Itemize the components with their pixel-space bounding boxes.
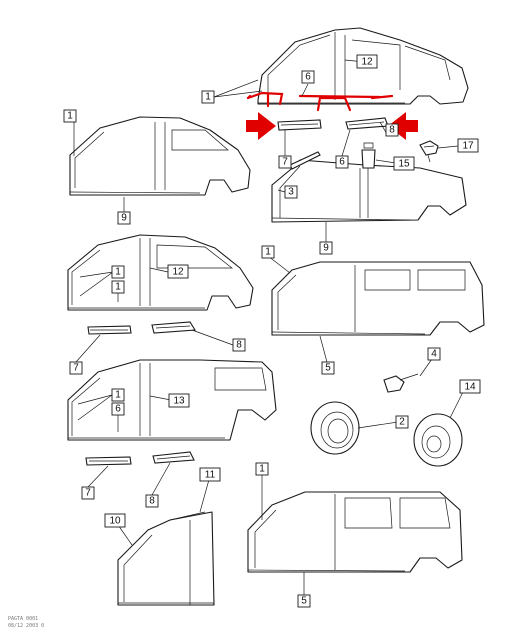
body-side-rear-section bbox=[271, 159, 467, 223]
callout-1a-text: 1 bbox=[205, 92, 211, 103]
grommet-14 bbox=[413, 413, 463, 467]
inner-rocker-panel-7 bbox=[277, 119, 322, 131]
leader-lines bbox=[73, 59, 467, 598]
left-red-arrow-icon bbox=[246, 112, 276, 140]
callout-1f: 1 bbox=[111, 388, 125, 402]
callout-15: 15 bbox=[393, 156, 415, 171]
callout-7b-text: 7 bbox=[73, 363, 79, 374]
callout-1g: 1 bbox=[255, 462, 269, 476]
callout-7a-text: 7 bbox=[282, 157, 288, 168]
callout-13-text: 13 bbox=[173, 396, 185, 407]
callout-1f-text: 1 bbox=[115, 390, 121, 401]
callout-1b: 1 bbox=[63, 109, 77, 123]
callout-8a: 8 bbox=[385, 123, 399, 137]
callout-9a-text: 9 bbox=[121, 213, 127, 224]
callout-6-row3: 1 bbox=[111, 280, 125, 294]
grommet-2 bbox=[310, 401, 360, 455]
callout-5b: 5 bbox=[297, 594, 311, 608]
hatchback-body-side bbox=[69, 116, 251, 196]
callout-4-text: 4 bbox=[431, 349, 437, 360]
callout-2-text: 2 bbox=[399, 417, 405, 428]
callout-1g-text: 1 bbox=[259, 464, 265, 475]
callout-1d-text: 1 bbox=[115, 282, 121, 293]
callout-1c: 1 bbox=[111, 265, 125, 279]
screw-17-icon bbox=[419, 140, 439, 163]
red-highlight-rocker-marks bbox=[246, 91, 394, 112]
wagon-body-side bbox=[67, 359, 277, 441]
callout-8b-text: 8 bbox=[236, 340, 242, 351]
rocker-panel-8b bbox=[151, 321, 196, 334]
callout-7a: 7 bbox=[278, 155, 292, 169]
callout-5a: 5 bbox=[321, 361, 335, 375]
van-body-side bbox=[271, 261, 485, 336]
callout-12b-text: 12 bbox=[172, 267, 184, 278]
callout-8c-text: 8 bbox=[149, 496, 155, 507]
callout-12a-text: 12 bbox=[361, 57, 373, 68]
footer-line-1: PAGTA 0001 bbox=[8, 616, 38, 622]
callout-6c-text: 6 bbox=[115, 404, 121, 415]
callout-6-mid: 6 bbox=[335, 155, 349, 169]
callout-10-text: 10 bbox=[109, 516, 121, 527]
rocker-panel-7c bbox=[85, 456, 132, 466]
van-body-side-2 bbox=[247, 491, 463, 573]
callout-1e-text: 1 bbox=[265, 247, 271, 258]
callout-6b-text: 6 bbox=[339, 157, 345, 168]
right-red-arrow-icon bbox=[388, 112, 418, 140]
callout-11-text: 11 bbox=[205, 470, 216, 481]
callout-17: 17 bbox=[457, 138, 479, 153]
footer-line-2: 08/12 2003 0 bbox=[8, 623, 44, 629]
callout-10: 10 bbox=[104, 513, 126, 528]
callout-11: 11 bbox=[199, 467, 221, 482]
hatchback-body-side-2 bbox=[67, 234, 254, 311]
callout-7c: 7 bbox=[81, 486, 95, 500]
callout-1e: 1 bbox=[261, 245, 275, 259]
callout-3: 3 bbox=[284, 185, 298, 199]
rocker-panel-7b bbox=[87, 325, 132, 335]
rocker-panel-8c bbox=[152, 451, 195, 464]
callout-6a: 6 bbox=[301, 70, 315, 84]
callout-12b: 12 bbox=[167, 264, 189, 279]
callout-5a-text: 5 bbox=[325, 363, 331, 374]
callout-1a: 1 bbox=[201, 90, 215, 104]
callout-9b: 9 bbox=[319, 241, 333, 255]
inner-rocker-panel-6 bbox=[345, 117, 389, 130]
callout-15-text: 15 bbox=[398, 159, 410, 170]
callout-3-text: 3 bbox=[288, 187, 294, 198]
callout-5b-text: 5 bbox=[301, 596, 307, 607]
pillar-trim-15 bbox=[361, 142, 376, 169]
callout-13: 13 bbox=[168, 393, 190, 408]
callout-8a-text: 8 bbox=[389, 125, 395, 136]
callout-1b-text: 1 bbox=[67, 111, 73, 122]
callout-1c-text: 1 bbox=[115, 267, 121, 278]
callout-9a: 9 bbox=[117, 211, 131, 225]
callout-7c-text: 7 bbox=[85, 488, 91, 499]
callout-12a: 12 bbox=[356, 54, 378, 69]
pillar-section bbox=[117, 511, 215, 606]
callout-6a-text: 6 bbox=[305, 72, 311, 83]
molding-strip-7 bbox=[289, 151, 321, 170]
callout-14-text: 14 bbox=[464, 382, 476, 393]
callout-8c: 8 bbox=[145, 494, 159, 508]
callout-2: 2 bbox=[395, 415, 409, 429]
callout-9b-text: 9 bbox=[323, 243, 329, 254]
callout-7b: 7 bbox=[69, 361, 83, 375]
callout-6c: 6 bbox=[111, 402, 125, 416]
callout-4: 4 bbox=[427, 347, 441, 361]
callout-17-text: 17 bbox=[462, 141, 474, 152]
sedan-body-side bbox=[257, 27, 469, 105]
callout-14: 14 bbox=[459, 379, 481, 394]
bolt-4-icon bbox=[383, 373, 419, 393]
callout-8b: 8 bbox=[232, 338, 246, 352]
